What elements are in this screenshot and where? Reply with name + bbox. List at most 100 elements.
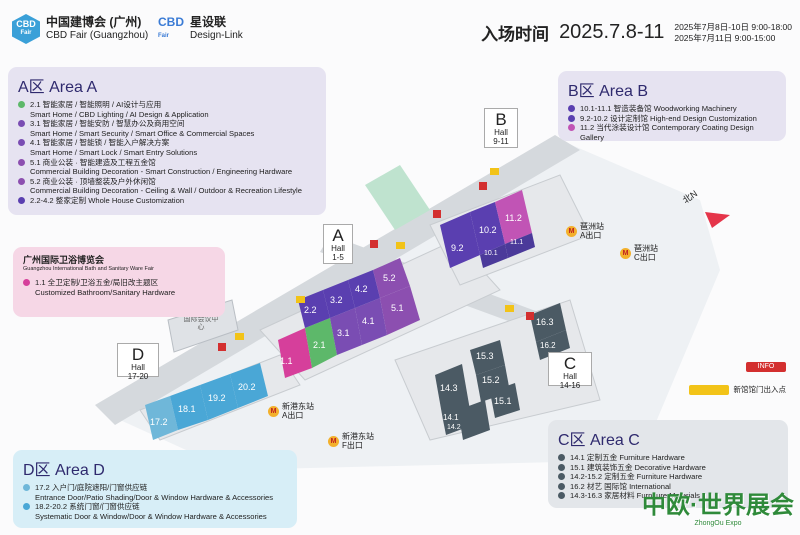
hall-2-1[interactable] [305, 318, 337, 368]
dot-icon [558, 463, 565, 471]
entrance-marker[interactable] [296, 296, 305, 303]
dot-icon [18, 139, 25, 147]
cbd-title-en: CBD Fair (Guangzhou) [46, 30, 149, 41]
entry-time-label: 入场时间 [481, 25, 550, 44]
design-link-title-en: Design-Link [190, 30, 243, 41]
hall-label-15-2: 15.2 [482, 375, 500, 385]
hall-10-2[interactable] [470, 202, 505, 255]
cbd-title-cn: 中国建博会 (广州) [46, 15, 142, 29]
area-b-item: 9.2-10.2 设计定制馆 High-end Design Customiza… [568, 114, 776, 124]
dot-icon [558, 482, 565, 490]
hall-3-2[interactable] [323, 280, 355, 318]
entrance-legend-label: 新馆馆门出入点 [733, 385, 787, 394]
info-swatch: INFO [746, 362, 786, 372]
area-b-item: 10.1-11.1 智造装备馆 Woodworking Machinery [568, 104, 776, 114]
area-d-item-en: Entrance Door/Patio Shading/Door & Windo… [35, 492, 274, 502]
entrance-marker[interactable] [396, 242, 405, 249]
hall-11-2[interactable] [495, 190, 532, 244]
bath-fair-panel: 广州国际卫浴博览会 Guangzhou International Bath a… [13, 247, 225, 317]
hall-14-3[interactable] [435, 364, 470, 420]
hall-label-14-3: 14.3 [440, 383, 458, 393]
hall-label-3-2: 3.2 [330, 295, 343, 305]
dot-icon [558, 454, 565, 461]
hall-4-2[interactable] [348, 270, 380, 308]
area-a-item: 4.1 智能家居 / 智能锁 / 智能入户解决方案 [18, 138, 316, 148]
info-marker[interactable] [479, 182, 487, 190]
hall-1-1[interactable] [278, 328, 312, 378]
hall-18-1[interactable] [170, 385, 208, 430]
green-stairs [365, 165, 430, 230]
area-b-halls [440, 190, 535, 268]
hall-5-2[interactable] [373, 258, 410, 298]
hall-17-2[interactable] [145, 396, 178, 440]
hall-label-3-1: 3.1 [337, 328, 350, 338]
hall-label-11-2: 11.2 [505, 213, 522, 223]
area-a-item-en: Smart Home / Smart Security / Smart Offi… [30, 128, 255, 138]
hall-label-16-2: 16.2 [540, 341, 556, 350]
hall-label-2-2: 2.2 [304, 305, 317, 315]
hall-10-1[interactable] [480, 244, 508, 268]
north-arrow-icon [705, 212, 730, 228]
area-c-halls [435, 303, 570, 440]
info-marker[interactable] [433, 210, 441, 218]
hall-2-2[interactable] [298, 290, 330, 328]
area-c-item: 15.1 建筑装饰五金 Decorative Hardware [558, 463, 778, 473]
area-c-panel: C区 Area C 14.1 定制五金 Furniture Hardware 1… [548, 420, 788, 508]
hall-20-2[interactable] [230, 363, 268, 408]
hall-5-1[interactable] [380, 286, 420, 335]
metro-icon: M [620, 247, 631, 259]
area-c-item: 16.2 材艺 国际馆 International [558, 482, 778, 492]
area-c-title: C区 Area C [558, 432, 640, 449]
hall-15-3[interactable] [470, 340, 505, 375]
entrance-marker[interactable] [505, 305, 514, 312]
entrance-marker[interactable] [490, 168, 499, 175]
hall-label-16-3: 16.3 [536, 317, 554, 327]
area-a-panel: A区 Area A 2.1 智能家居 / 智能照明 / AI设计与应用 Smar… [8, 67, 326, 215]
hall-15-1[interactable] [490, 383, 520, 418]
dot-icon [568, 124, 575, 132]
main-walkway [95, 135, 580, 425]
metro-icon: M [566, 225, 577, 237]
hall-label-1-1: 1.1 [280, 356, 293, 366]
dot-icon [18, 196, 25, 204]
area-d-item: 18.2-20.2 系统门窗/门窗供应链 [23, 502, 287, 512]
info-marker[interactable] [526, 312, 534, 320]
dot-icon [18, 177, 25, 185]
hall-label-5-2: 5.2 [383, 273, 396, 283]
dot-icon [18, 101, 25, 108]
info-marker[interactable] [218, 343, 226, 351]
area-b-title: B区 Area B [568, 83, 649, 100]
area-a-item: 2.2-4.2 整家定制 Whole House Customization [18, 196, 316, 206]
dot-icon [18, 120, 25, 128]
area-d-item-en: Systematic Door & Window/Door & Window H… [35, 511, 267, 521]
area-d-halls [145, 363, 268, 440]
hall-label-11-1: 11.1 [510, 239, 524, 246]
hall-16-3[interactable] [530, 303, 566, 342]
hall-19-2[interactable] [200, 374, 238, 420]
design-link-title-cn: 星设联 [190, 15, 227, 29]
hall-9-2[interactable] [440, 212, 480, 268]
info-marker[interactable] [370, 240, 378, 248]
info-markers [218, 182, 534, 351]
hall-4-1[interactable] [355, 298, 387, 345]
area-a-title: A区 Area A [18, 79, 98, 96]
area-c-item: 14.1 定制五金 Furniture Hardware [558, 453, 778, 463]
hall-11-1[interactable] [505, 233, 535, 258]
entrance-marker[interactable] [235, 333, 244, 340]
hall-14-1[interactable] [458, 400, 490, 440]
hall-label-10-1: 10.1 [484, 250, 498, 257]
dot-icon [568, 114, 575, 122]
hall-16-2[interactable] [536, 330, 570, 360]
hall-3-1[interactable] [330, 308, 362, 355]
dot-icon [23, 503, 30, 511]
